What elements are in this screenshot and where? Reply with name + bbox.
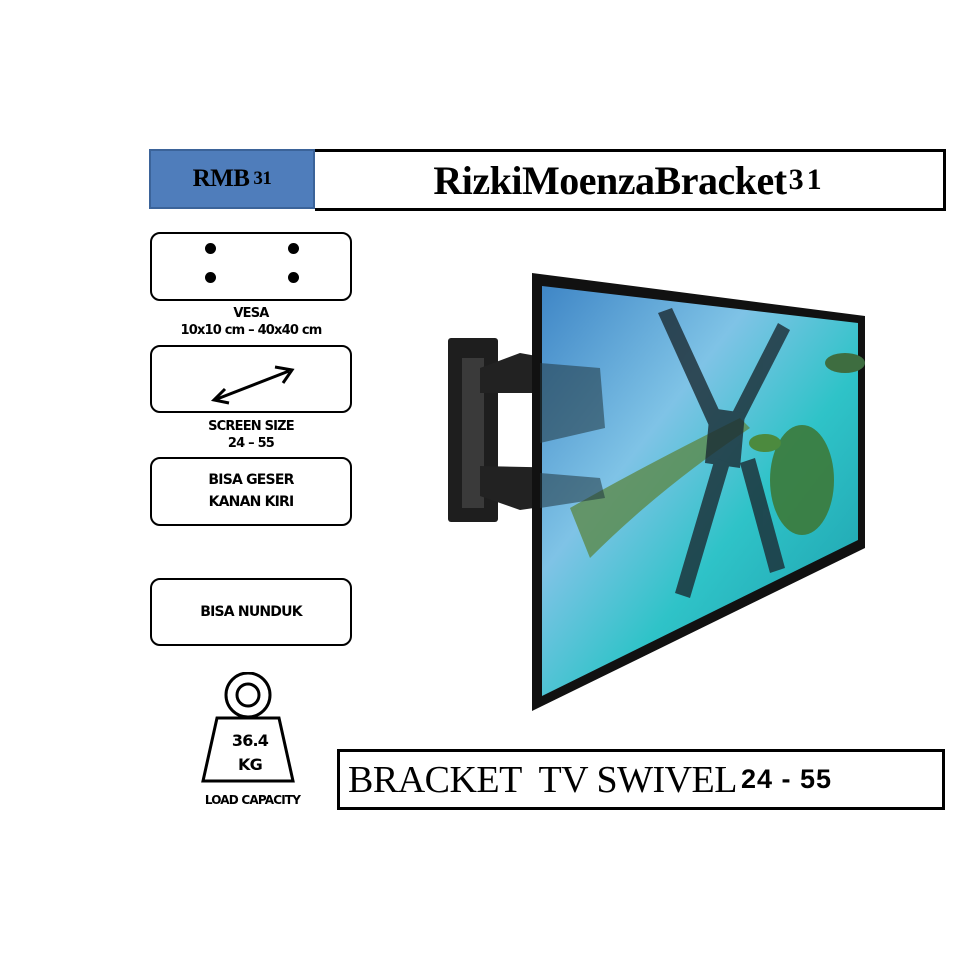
load-unit: KG bbox=[238, 755, 263, 774]
tilt-label: BISA NUNDUK bbox=[200, 603, 302, 620]
load-value-stack: 36.4 KG bbox=[195, 728, 305, 776]
product-code-label: RMB bbox=[192, 165, 250, 192]
vesa-holes-icon bbox=[152, 234, 350, 299]
diagonal-arrow-icon bbox=[210, 365, 295, 405]
vesa-plate-icon bbox=[658, 308, 790, 598]
load-value: 36.4 bbox=[231, 731, 269, 750]
screen-size-caption: SCREEN SIZE 24 – 55 bbox=[208, 419, 295, 451]
product-name-box: BRACKET TV SWIVEL 24 - 55 bbox=[337, 749, 945, 810]
swivel-label-line1: BISA GESER bbox=[208, 472, 294, 488]
brand-title-box: RizkiMoenzaBracket 31 bbox=[315, 149, 946, 211]
product-name: BRACKET TV SWIVEL bbox=[348, 758, 737, 801]
vesa-caption: VESA 10x10 cm – 40x40 cm bbox=[180, 306, 322, 338]
product-size-range: 24 - 55 bbox=[740, 764, 833, 794]
brand-title: RizkiMoenzaBracket bbox=[433, 157, 787, 203]
load-capacity-caption: LOAD CAPACITY bbox=[204, 793, 301, 807]
weight-icon bbox=[201, 672, 295, 783]
product-code-number: 31 bbox=[253, 168, 272, 189]
swivel-feature-box: BISA GESER KANAN KIRI bbox=[150, 457, 352, 526]
swivel-label-line2: KANAN KIRI bbox=[208, 494, 295, 510]
brand-title-number: 31 bbox=[788, 163, 825, 196]
tilt-feature-box: BISA NUNDUK bbox=[150, 578, 352, 646]
screen-size-feature-box bbox=[150, 345, 352, 413]
vesa-feature-box bbox=[150, 232, 352, 301]
product-code-tile: RMB 31 bbox=[149, 149, 315, 209]
product-image bbox=[448, 273, 865, 711]
